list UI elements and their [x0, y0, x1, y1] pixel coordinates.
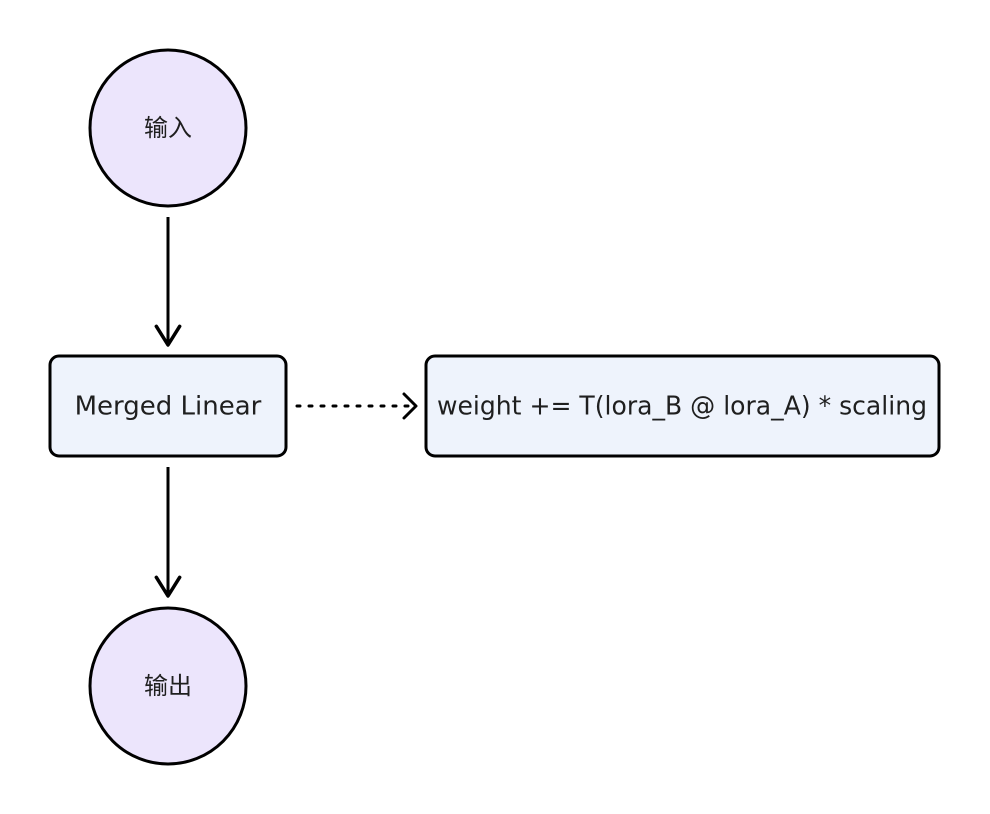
node-merged-linear: Merged Linear	[48, 354, 288, 458]
node-formula-label: weight += T(lora_B @ lora_A) * scaling	[437, 392, 927, 422]
node-formula: weight += T(lora_B @ lora_A) * scaling	[424, 354, 941, 458]
node-output: 输出	[88, 606, 248, 766]
node-input: 输入	[88, 48, 248, 208]
node-formula-shape	[424, 354, 941, 458]
node-output-label: 输出	[144, 672, 192, 700]
node-merged-linear-shape	[48, 354, 288, 458]
edge-merged-linear-to-formula	[295, 392, 418, 420]
node-output-shape	[88, 606, 248, 766]
node-merged-linear-label: Merged Linear	[75, 392, 262, 422]
node-input-label: 输入	[144, 114, 192, 142]
node-input-shape	[88, 48, 248, 208]
